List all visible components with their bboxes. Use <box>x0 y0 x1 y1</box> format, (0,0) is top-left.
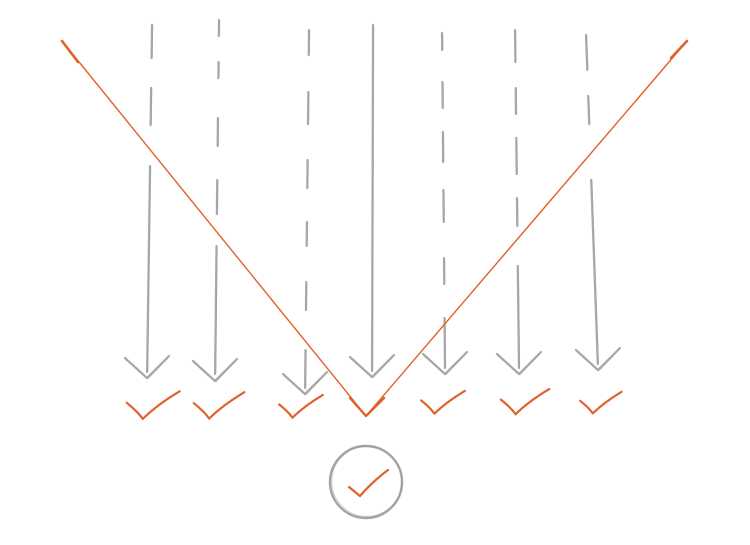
convergence-funnel <box>60 39 689 418</box>
stream-2 <box>191 18 239 383</box>
arrow-head-texture <box>576 349 620 372</box>
arrow-head-texture <box>497 353 541 376</box>
stream-segment <box>213 244 218 376</box>
stream-segment-texture <box>215 246 218 374</box>
stream-segment-texture <box>147 166 152 372</box>
checkmarks <box>125 388 623 420</box>
stream-segment <box>516 264 521 370</box>
stream-3 <box>281 28 329 396</box>
stream-1 <box>123 23 171 380</box>
checkmark-icon <box>125 390 181 420</box>
stream-segment <box>590 178 599 366</box>
stream-6 <box>495 28 543 376</box>
stream-5 <box>421 31 469 376</box>
checkmark-icon <box>278 393 324 419</box>
checkmark-icon <box>579 390 623 415</box>
stream-segment-texture <box>586 35 589 70</box>
checkmark-icon <box>192 391 246 420</box>
downward-streams <box>123 18 622 396</box>
funnel-right-start <box>669 39 689 60</box>
stream-4 <box>348 23 396 379</box>
result-check-icon <box>347 468 390 498</box>
stream-segment <box>149 86 153 127</box>
stream-segment-texture <box>588 96 591 124</box>
checkmark-icon <box>499 388 551 416</box>
stream-segment <box>370 23 375 373</box>
arrow-head-texture <box>125 357 169 380</box>
stream-segment <box>587 94 591 126</box>
arrow-head-texture <box>350 356 394 379</box>
arrow-head-texture <box>423 353 467 376</box>
arrow-head-texture <box>283 373 327 396</box>
stream-segment <box>584 33 589 72</box>
stream-segment-texture <box>591 180 599 364</box>
stream-segment-texture <box>372 25 375 371</box>
stream-segment <box>145 164 152 374</box>
final-result <box>328 444 404 520</box>
arrow-head-texture <box>193 360 237 383</box>
funnel-left-start <box>60 39 80 64</box>
checkmark-icon <box>420 389 466 415</box>
funnel-vertex-check-icon <box>348 396 386 418</box>
result-circle-texture <box>331 445 403 517</box>
stream-segment-texture <box>518 266 521 368</box>
stream-segment-texture <box>150 88 153 125</box>
stream-7 <box>574 33 622 372</box>
